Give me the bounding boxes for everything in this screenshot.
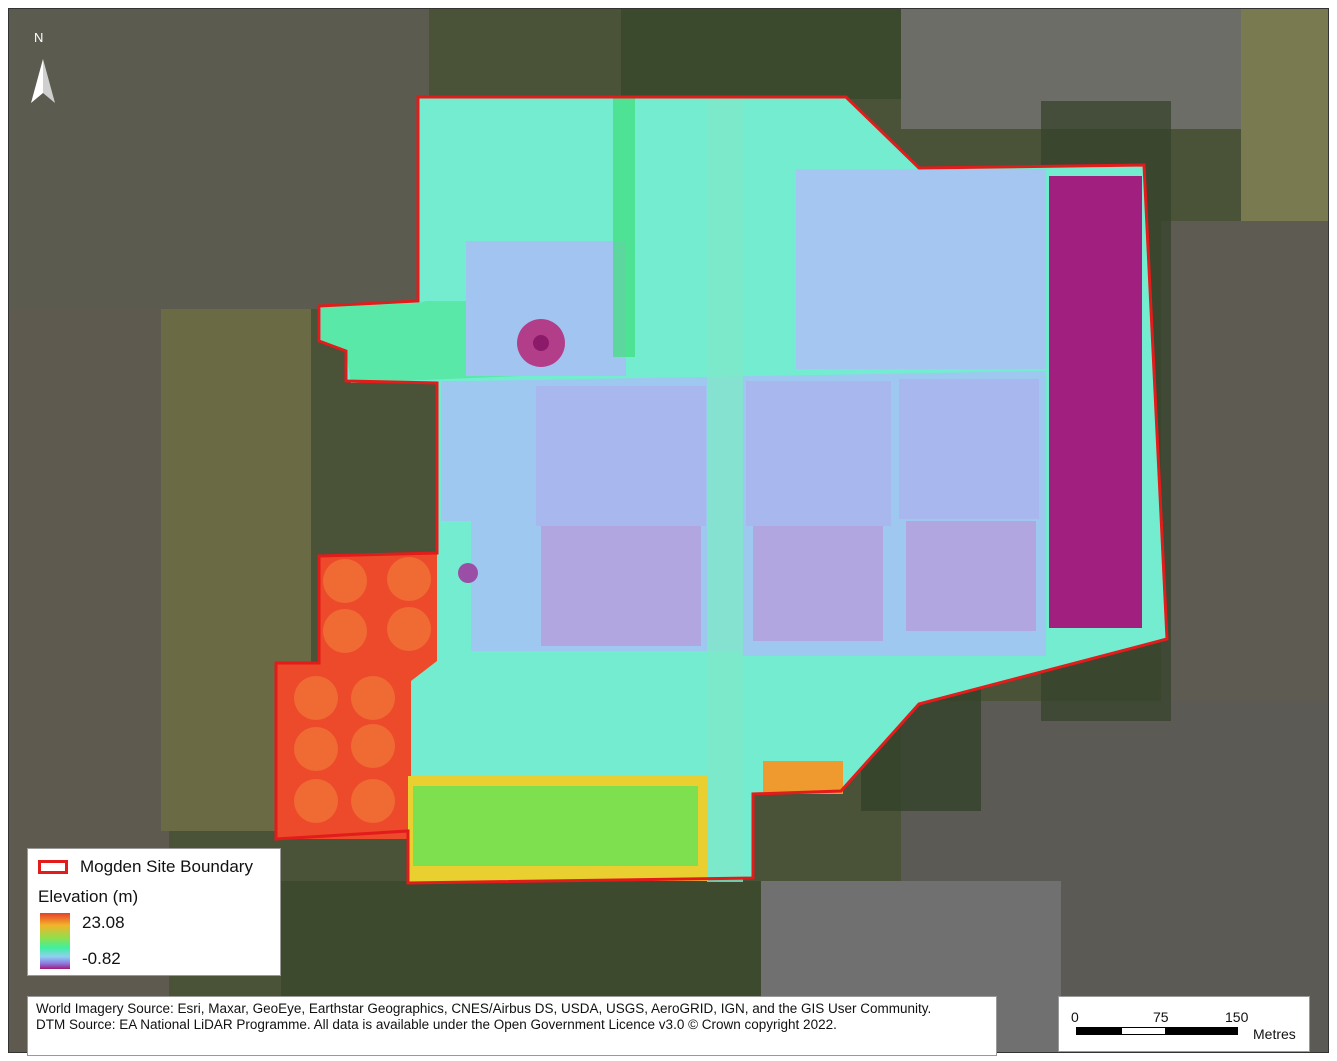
legend-elevation-min: -0.82 — [82, 949, 121, 968]
scale-segment-2 — [1121, 1027, 1166, 1035]
elevation-blue-northeast — [796, 169, 1046, 369]
dtm-credit: DTM Source: EA National LiDAR Programme.… — [36, 1017, 837, 1032]
basin-2 — [746, 381, 891, 526]
basin-3 — [899, 379, 1039, 519]
source-credits: World Imagery Source: Esri, Maxar, GeoEy… — [27, 996, 997, 1056]
legend-elevation-max: 23.08 — [82, 913, 125, 932]
site-boundary[interactable] — [274, 95, 1169, 885]
imagery-credit: World Imagery Source: Esri, Maxar, GeoEy… — [36, 1001, 932, 1016]
scale-tick-150: 150 — [1225, 1009, 1249, 1025]
north-arrow-label: N — [34, 30, 44, 45]
boundary-swatch — [38, 860, 68, 874]
scale-bar: 0 75 150 Metres — [1058, 996, 1310, 1052]
elevation-color-ramp — [40, 913, 70, 969]
basin-1 — [536, 386, 706, 526]
scale-units: Metres — [1253, 1026, 1296, 1042]
elevation-south-basin — [413, 786, 698, 866]
field-northeast — [1241, 9, 1328, 229]
legend-boundary-row: Mogden Site Boundary — [38, 857, 253, 877]
legend-boundary-label: Mogden Site Boundary — [80, 857, 253, 876]
scale-tick-0: 0 — [1071, 1009, 1079, 1025]
scale-tick-75: 75 — [1153, 1009, 1169, 1025]
green-channel — [613, 97, 635, 357]
low-elevation-reservoir — [1049, 176, 1142, 628]
tank-bank-3 — [906, 521, 1036, 631]
tank-bank-1 — [541, 526, 701, 646]
scale-segment-1 — [1076, 1027, 1121, 1035]
urban-northwest — [9, 9, 429, 309]
scale-segment-3 — [1166, 1027, 1238, 1035]
high-tanks — [294, 557, 431, 823]
map-legend: Mogden Site Boundary Elevation (m) 23.08… — [27, 848, 281, 976]
north-arrow-icon — [31, 59, 55, 103]
elevation-southeast-rim — [763, 761, 843, 794]
deep-tank-center — [533, 335, 549, 351]
tank-bank-2 — [753, 526, 883, 641]
small-tank — [458, 563, 478, 583]
central-road — [707, 97, 743, 882]
legend-elevation-title: Elevation (m) — [38, 887, 139, 906]
